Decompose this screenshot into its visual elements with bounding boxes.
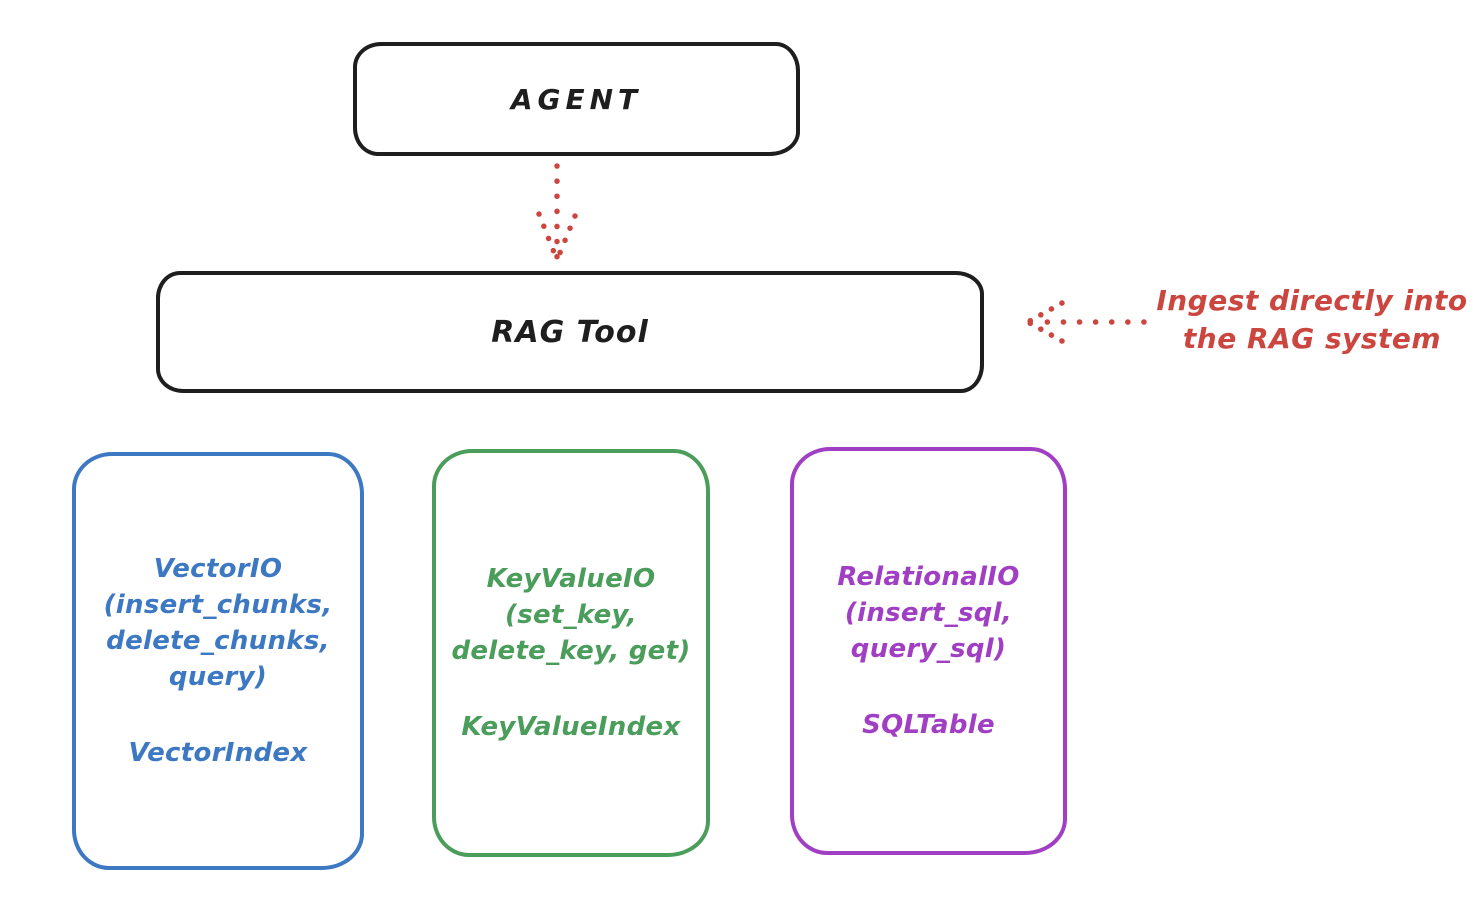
down-arrow-icon — [536, 163, 578, 263]
vector-index-label: VectorIndex — [128, 738, 308, 768]
agent-label: AGENT — [510, 82, 643, 116]
keyvalue-io-methods-line1: (set_key, — [505, 600, 637, 630]
rag-tool-label: RAG Tool — [491, 314, 649, 350]
keyvalue-io-methods-line2: delete_key, get) — [451, 636, 691, 666]
vector-io-methods-line1: (insert_chunks, — [103, 590, 333, 620]
ingest-annotation: Ingest directly into the RAG system — [1140, 282, 1484, 358]
keyvalue-io-text: KeyValueIO (set_key, delete_key, get) Ke… — [451, 561, 690, 745]
relational-io-methods-line2: query_sql) — [850, 634, 1007, 664]
ingest-annotation-line2: the RAG system — [1182, 322, 1442, 355]
relational-io-text: RelationalIO (insert_sql, query_sql) SQL… — [837, 559, 1019, 743]
keyvalue-io-title: KeyValueIO — [486, 564, 656, 594]
relational-io-methods-line1: (insert_sql, — [844, 598, 1013, 628]
sql-table-label: SQLTable — [862, 710, 995, 740]
keyvalue-index-label: KeyValueIndex — [461, 712, 681, 742]
relational-io-box: RelationalIO (insert_sql, query_sql) SQL… — [790, 447, 1067, 855]
vector-io-methods-line2: delete_chunks, — [106, 626, 330, 656]
vector-io-box: VectorIO (insert_chunks, delete_chunks, … — [72, 452, 364, 870]
left-arrow-icon — [1025, 300, 1147, 344]
vector-io-text: VectorIO (insert_chunks, delete_chunks, … — [104, 551, 333, 771]
keyvalue-io-box: KeyValueIO (set_key, delete_key, get) Ke… — [432, 449, 710, 857]
vector-io-title: VectorIO — [153, 554, 283, 584]
vector-io-methods-line3: query) — [168, 662, 268, 692]
relational-io-title: RelationalIO — [837, 562, 1020, 592]
agent-box: AGENT — [353, 42, 800, 156]
rag-tool-box: RAG Tool — [156, 271, 984, 393]
ingest-annotation-line1: Ingest directly into — [1156, 284, 1468, 317]
